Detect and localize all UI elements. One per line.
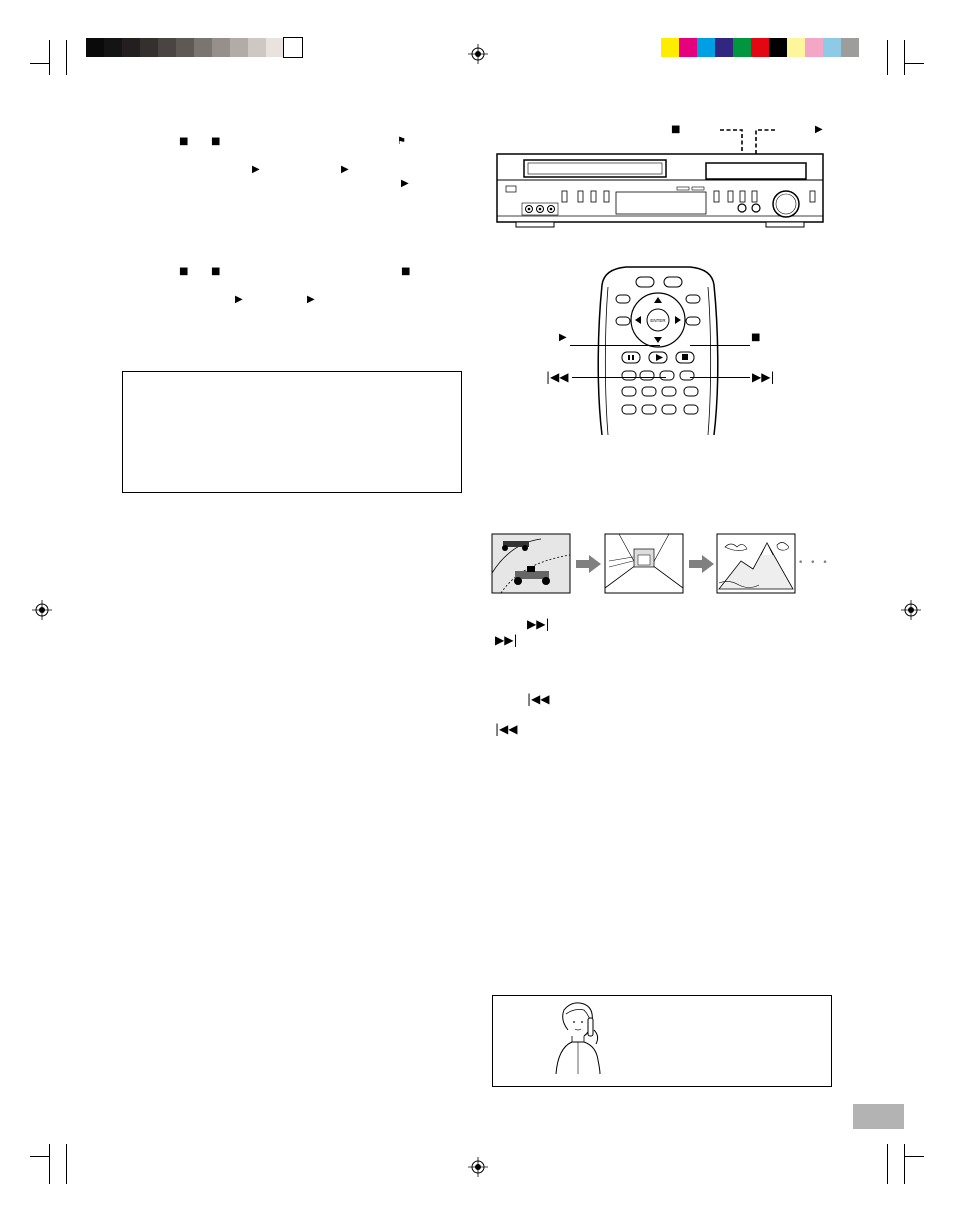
color-swatch <box>122 38 140 57</box>
play-icon: ▶ <box>341 164 349 175</box>
pointer-line <box>690 377 750 378</box>
color-swatch <box>679 38 697 57</box>
skip-back-icon: |◀◀ <box>495 722 518 736</box>
stop-icon: ■ <box>211 136 221 147</box>
stop-icon: ■ <box>671 124 681 135</box>
crop-mark <box>30 63 50 64</box>
enter-button-label: ENTER <box>650 318 666 323</box>
play-icon: ▶ <box>815 124 823 135</box>
play-icon: ▶ <box>559 332 567 343</box>
color-swatch <box>661 38 679 57</box>
color-swatch <box>283 37 303 58</box>
color-swatch <box>230 38 248 57</box>
crop-mark <box>49 1144 50 1184</box>
skip-back-icon: |◀◀ <box>546 370 569 384</box>
color-swatch <box>104 38 122 57</box>
crop-mark <box>904 40 905 75</box>
play-icon: ▶ <box>252 164 260 175</box>
note-box <box>122 371 462 493</box>
color-swatch <box>248 38 266 57</box>
page-number-tab <box>853 1104 904 1129</box>
color-swatch <box>194 38 212 57</box>
color-swatch <box>769 38 787 57</box>
stop-icon: ■ <box>179 136 189 147</box>
stop-icon: ■ <box>211 266 221 277</box>
color-swatch <box>841 38 859 57</box>
color-swatch <box>823 38 841 57</box>
crop-mark <box>49 40 50 75</box>
skip-back-icon: |◀◀ <box>527 692 550 706</box>
color-swatch <box>787 38 805 57</box>
stop-icon: ■ <box>751 332 761 343</box>
color-swatch <box>715 38 733 57</box>
color-swatch <box>697 38 715 57</box>
continuation-dots: • • • <box>798 558 830 568</box>
crop-mark <box>887 1144 888 1184</box>
color-swatch <box>212 38 230 57</box>
play-icon: ▶ <box>401 178 409 189</box>
crop-mark <box>887 40 888 75</box>
color-swatch <box>158 38 176 57</box>
color-swatch <box>86 38 104 57</box>
color-swatch <box>805 38 823 57</box>
play-icon: ▶ <box>235 294 243 305</box>
registration-target-icon <box>32 600 52 620</box>
skip-forward-icon: ▶▶| <box>495 633 518 647</box>
pointer-line <box>570 345 660 346</box>
color-calibration-bar <box>661 38 859 57</box>
color-swatch <box>176 38 194 57</box>
crop-mark <box>30 1156 50 1157</box>
registration-target-icon <box>901 600 921 620</box>
color-swatch <box>266 38 284 57</box>
remote-control-diagram <box>597 266 719 435</box>
color-swatch <box>751 38 769 57</box>
scene-index-illustration <box>491 533 796 594</box>
help-note-box <box>492 995 832 1087</box>
flag-icon: ⚑ <box>397 136 406 147</box>
crop-mark <box>66 1144 67 1184</box>
crop-mark <box>904 1156 924 1157</box>
play-icon: ▶ <box>307 294 315 305</box>
crop-mark <box>904 1144 905 1184</box>
registration-target-icon <box>468 1157 488 1177</box>
skip-forward-icon: ▶▶| <box>527 617 550 631</box>
pointer-line <box>690 345 750 346</box>
color-swatch <box>140 38 158 57</box>
person-on-phone-illustration <box>555 1002 601 1075</box>
stop-icon: ■ <box>179 266 189 277</box>
crop-mark <box>66 40 67 75</box>
vcr-front-panel-diagram <box>496 129 824 228</box>
registration-target-icon <box>468 44 488 64</box>
stop-icon: ■ <box>401 266 411 277</box>
skip-forward-icon: ▶▶| <box>752 370 775 384</box>
crop-mark <box>904 63 924 64</box>
pointer-line <box>572 377 666 378</box>
color-swatch <box>733 38 751 57</box>
grayscale-calibration-bar <box>86 37 303 58</box>
